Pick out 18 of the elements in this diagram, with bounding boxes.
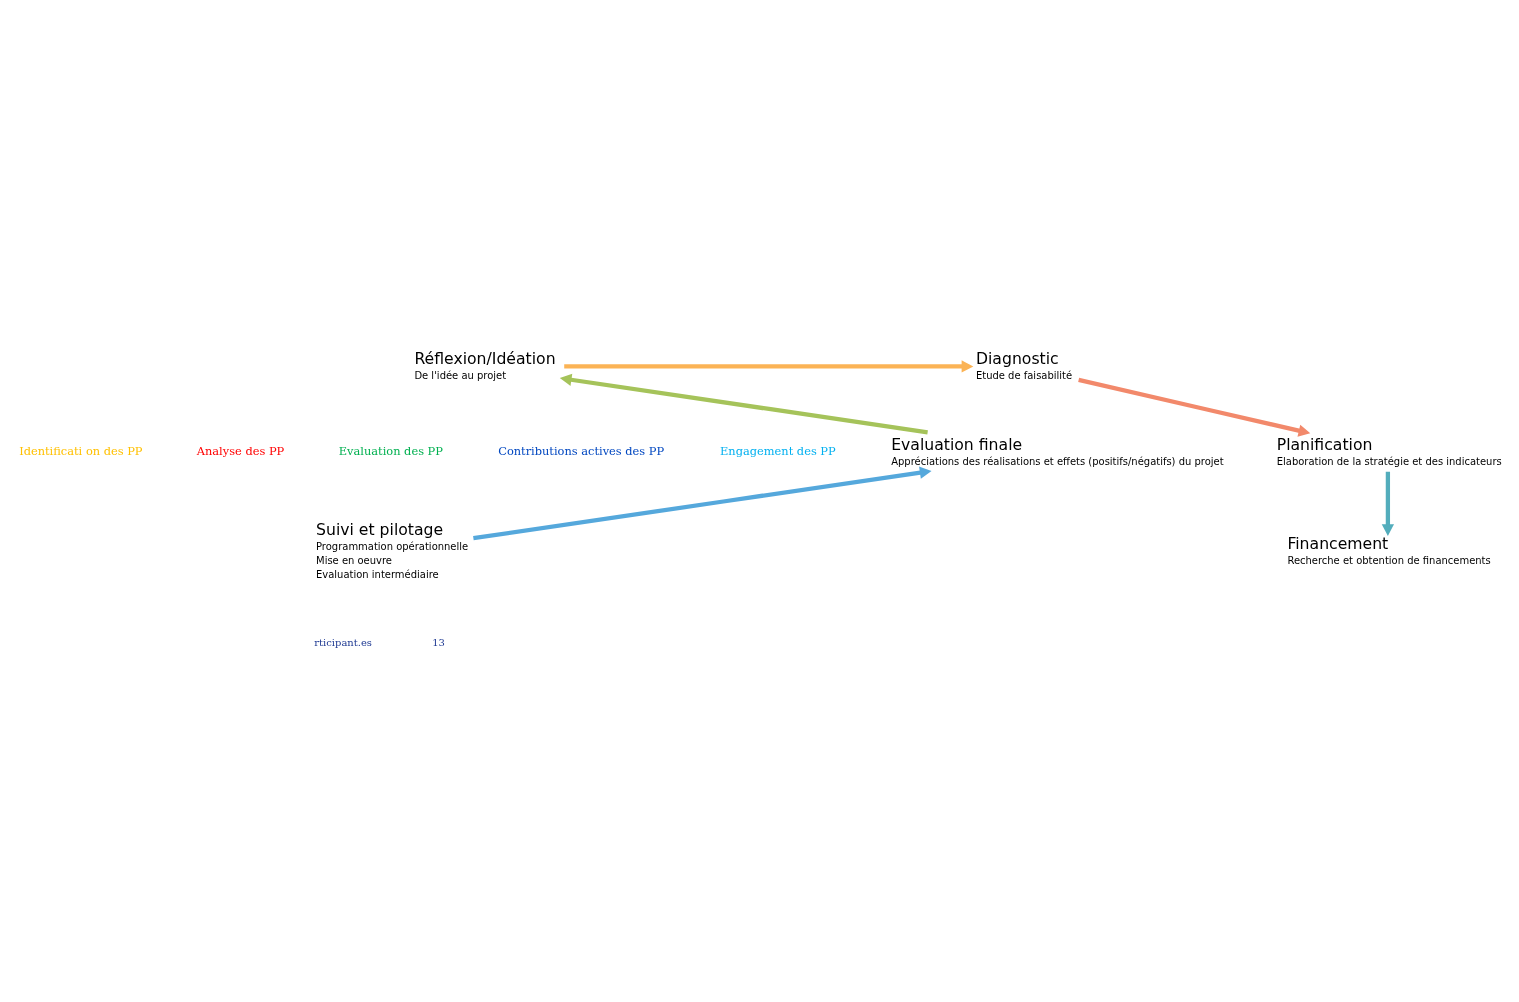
- label: Contributions actives des PP: [498, 443, 665, 458]
- node-text: Financement Recherche et obtention de financements: [1287, 533, 1491, 566]
- node-text: Evaluation finale Appréciations des réalisations et effets (positifs/négatifs) du projet: [891, 434, 1224, 467]
- arrow: [473, 466, 932, 540]
- label: Evaluation des PP: [338, 443, 443, 458]
- node-text: Réflexion/Idéation De l'idée au projet: [414, 348, 556, 381]
- node-text: Diagnostic Etude de faisabilité: [975, 348, 1073, 381]
- label: 13: [432, 636, 445, 648]
- node-text: Suivi et pilotage Programmation opérationnelle Mise en oeuvre Evaluation intermédiaire: [316, 519, 469, 580]
- arrow: [564, 359, 974, 373]
- label: Engagement des PP: [720, 443, 836, 458]
- label: rticipant.es: [314, 636, 372, 648]
- arrow: [1078, 377, 1311, 437]
- label: Analyse des PP: [196, 443, 285, 458]
- arrow: [559, 373, 928, 434]
- node-text: Planification Elaboration de la stratégie et des indicateurs: [1276, 434, 1502, 467]
- label: Identificati on des PP: [19, 443, 143, 458]
- arrow: [1381, 471, 1395, 536]
